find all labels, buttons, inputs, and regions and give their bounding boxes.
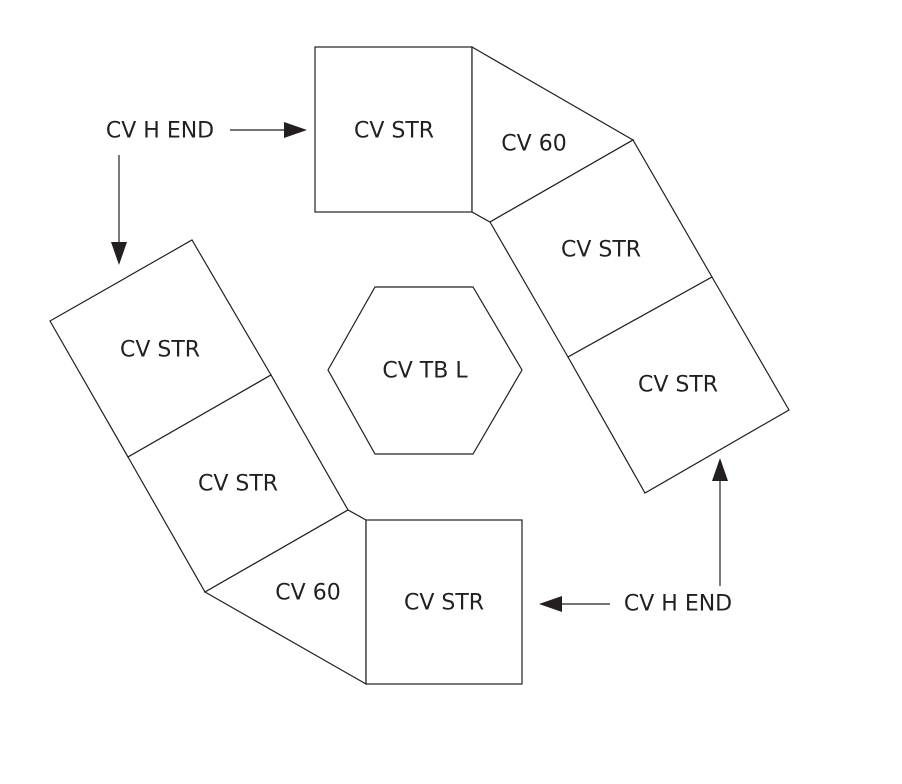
arrow-left-icon <box>539 596 610 612</box>
bottom-straight-label: CV STR <box>404 591 484 616</box>
top-end-label: CV H END <box>106 119 214 144</box>
left-upper-straight-piece: CV STR <box>49 239 272 458</box>
arrow-right-icon <box>230 122 307 138</box>
arrow-up-icon <box>712 458 728 586</box>
top-sixty-piece: CV 60 <box>471 45 635 223</box>
center-hex-piece: CV TB L <box>327 286 523 455</box>
right-lower-straight-piece: CV STR <box>567 276 790 494</box>
right-lower-straight-label: CV STR <box>638 373 718 398</box>
bottom-sixty-label: CV 60 <box>275 581 340 606</box>
left-lower-straight-label: CV STR <box>198 472 278 497</box>
top-straight-label: CV STR <box>354 119 434 144</box>
arrow-down-icon <box>111 155 127 265</box>
bottom-straight-piece: CV STR <box>365 519 523 685</box>
right-upper-straight-piece: CV STR <box>489 139 713 358</box>
left-lower-straight-piece: CV STR <box>127 374 349 593</box>
right-upper-straight-label: CV STR <box>561 238 641 263</box>
center-hex-label: CV TB L <box>382 359 468 384</box>
top-sixty-label: CV 60 <box>501 132 566 157</box>
bottom-sixty-piece: CV 60 <box>203 509 367 686</box>
left-upper-straight-label: CV STR <box>120 338 200 363</box>
bottom-end-label: CV H END <box>624 592 732 617</box>
top-straight-piece: CV STR <box>314 46 473 213</box>
